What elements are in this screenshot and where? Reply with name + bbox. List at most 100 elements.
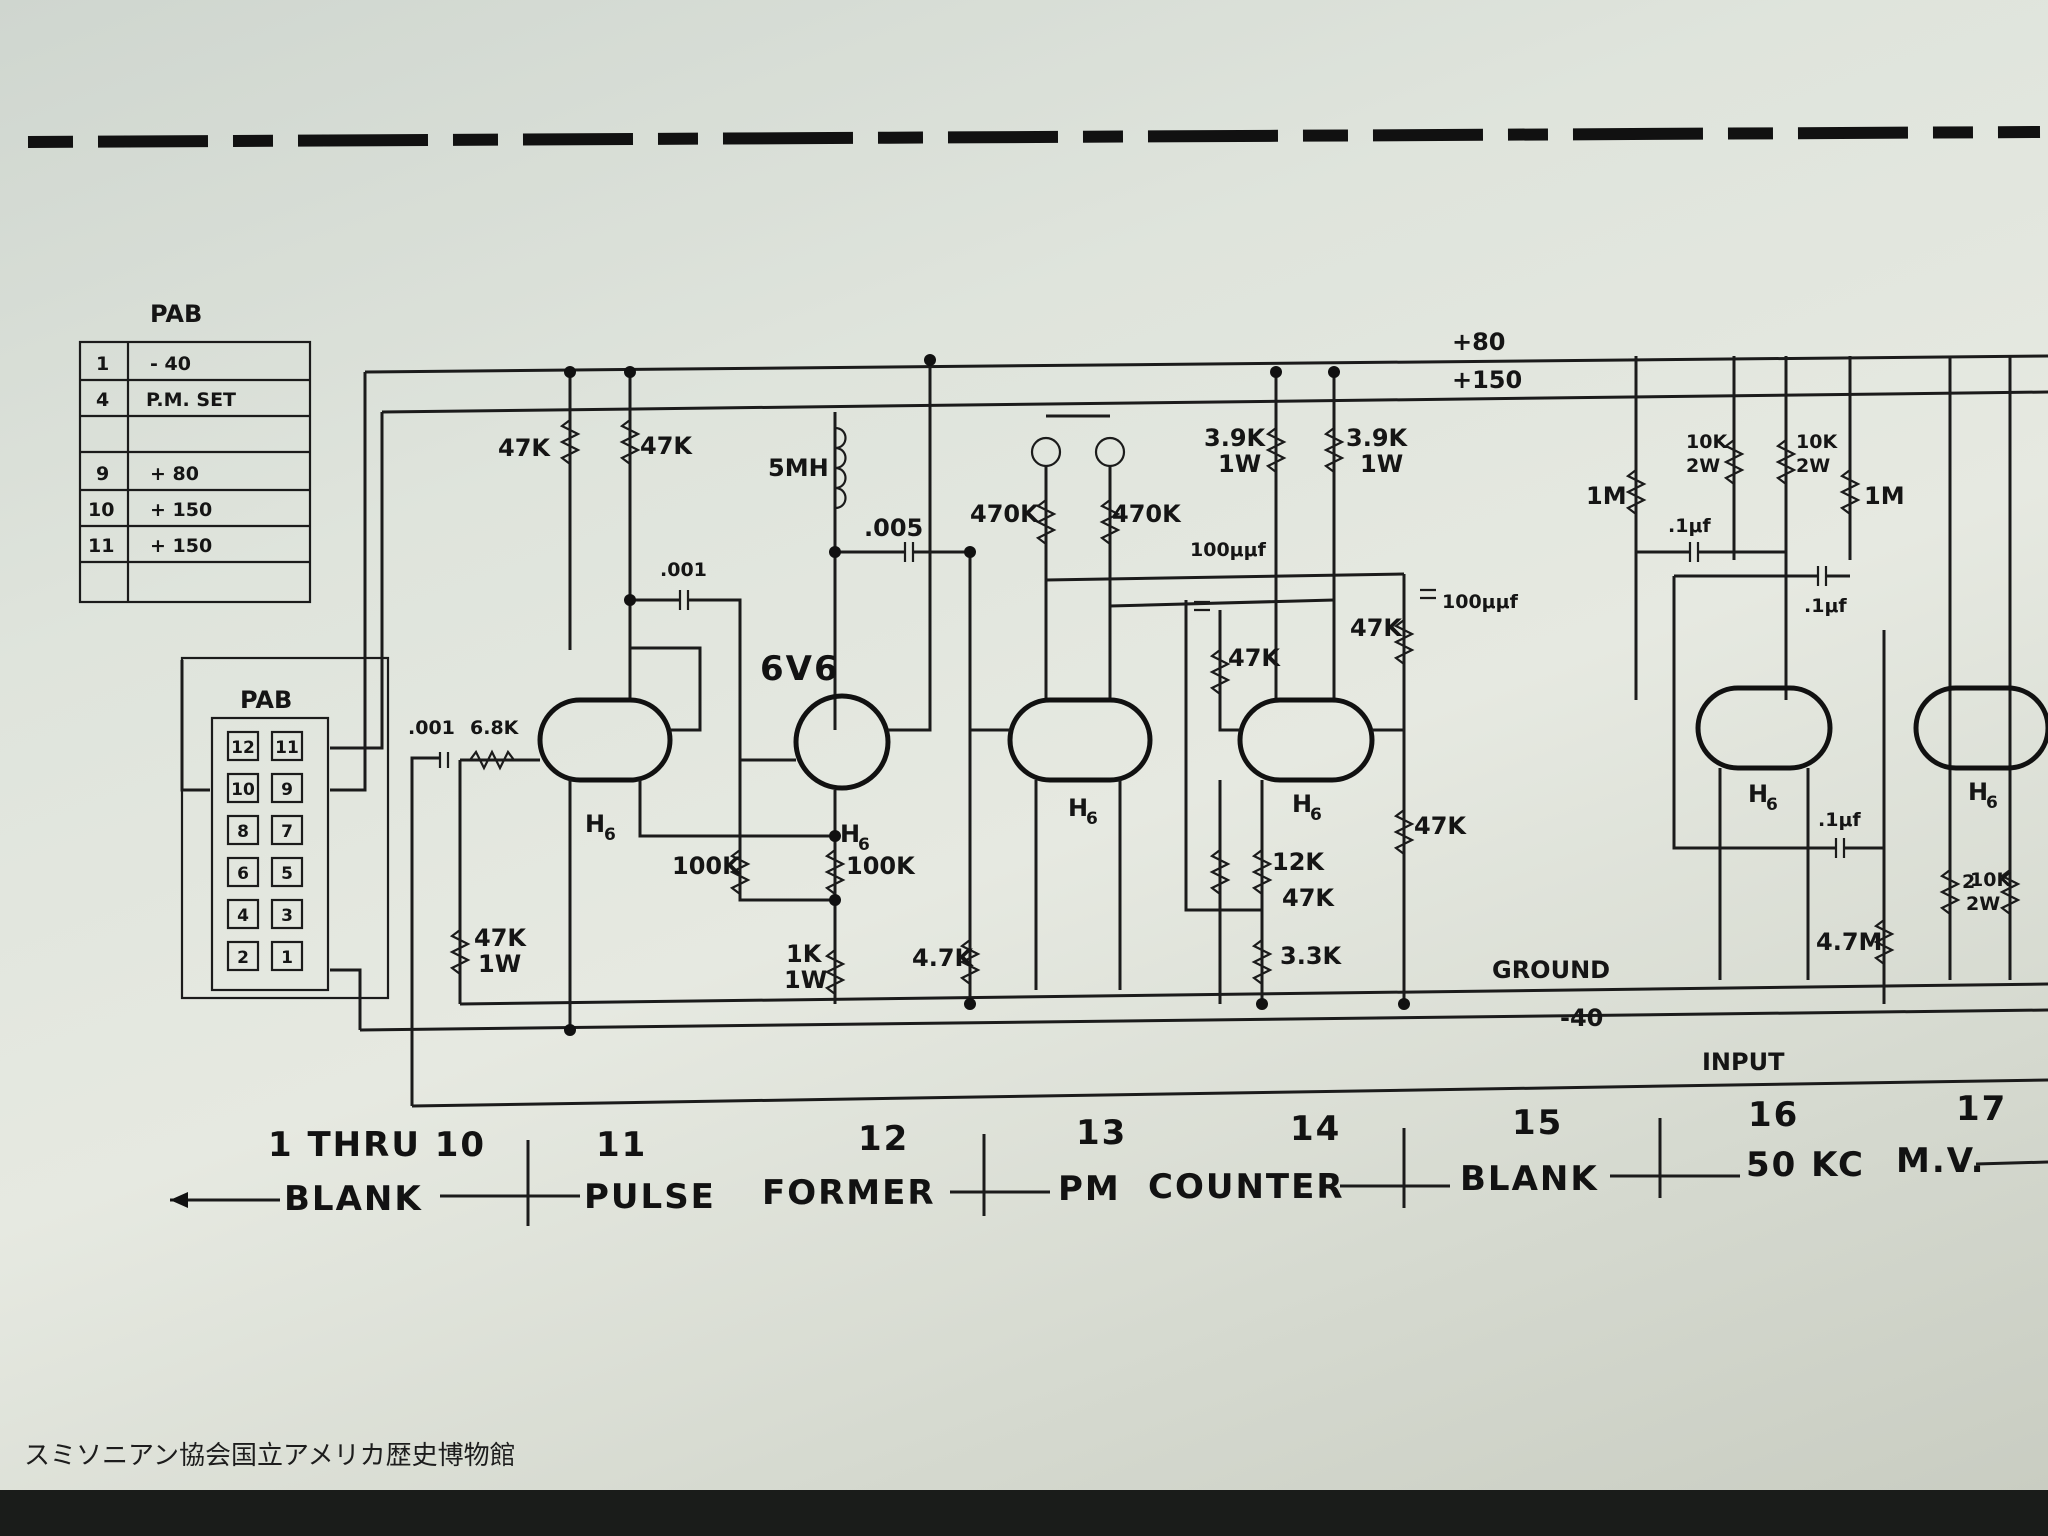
h6-tube-13 <box>1007 697 1153 783</box>
tube-label: 6 <box>858 835 870 855</box>
section-number: 16 <box>1748 1095 1799 1135</box>
capacitor-label: .001 <box>660 559 707 581</box>
resistor-label: 47K <box>498 434 551 462</box>
connector-pin-box <box>270 898 304 930</box>
tube-label: 6 <box>604 825 616 845</box>
tube-label: 6 <box>1086 809 1098 829</box>
connector-pin-label: 4 <box>237 906 249 926</box>
connector-pin-label: 6 <box>237 864 249 884</box>
capacitor-label: .1μf <box>1668 515 1711 537</box>
resistor-label: 4.7K <box>912 944 975 972</box>
connector-pin-box <box>226 772 260 804</box>
dashed-border <box>27 126 2041 148</box>
h6-tube-11 <box>537 697 673 783</box>
stage-16-17: 1M 1M 10K 2W 10K 2W .1μf .1μf .1μf 4.7M … <box>1586 356 2048 1004</box>
schematic-sheet: PAB 1 - 40 4 P.M. SET 9 + 80 10 + 150 11… <box>0 0 2048 1490</box>
resistor-label: 1M <box>1586 482 1627 510</box>
connector-pin-box <box>270 772 304 804</box>
connector-pin-label: 9 <box>281 780 293 800</box>
resistor-label: 1M <box>1864 482 1905 510</box>
tube-label: H <box>1748 780 1768 808</box>
resistor-label: 1W <box>478 950 521 978</box>
h6-tube-16 <box>1695 685 1833 771</box>
capacitor-label: .1μf <box>1804 595 1847 617</box>
resistor-label: 2W <box>1796 455 1830 477</box>
resistor-label: 47K <box>1350 614 1403 642</box>
legend-pin: 11 <box>88 535 114 557</box>
stage-11: 47K 47K .001 H 6 .001 6.8K 47K 1W <box>408 366 835 1036</box>
legend-signal: - 40 <box>150 353 191 375</box>
resistor-label: 10K <box>1796 431 1838 453</box>
legend-signal: P.M. SET <box>146 389 236 411</box>
section-number: 17 <box>1956 1089 2007 1129</box>
connector-pin-box <box>226 730 260 762</box>
stage-13: 4.7K 470K 470K H 6 <box>912 414 1182 1010</box>
connector-pin-box <box>226 940 260 972</box>
connector-pin-box <box>270 730 304 762</box>
h6-tube-14 <box>1237 697 1375 783</box>
tube-label: H <box>585 810 605 838</box>
connector-title: PAB <box>240 686 292 714</box>
resistor-label: 12K <box>1272 848 1325 876</box>
connector-pin-box <box>270 856 304 888</box>
rail-label-minus40: -40 <box>1560 1004 1603 1032</box>
section-name: COUNTER <box>1148 1167 1345 1207</box>
resistor-label: 2 <box>1962 871 1975 893</box>
h6-tube-17 <box>1913 685 2048 771</box>
tube-label: H <box>840 820 860 848</box>
capacitor-label: 100μμf <box>1442 591 1519 613</box>
connector-pin-label: 3 <box>281 906 293 926</box>
stage-12: 5MH .005 6V6 100K 100K 1K 1W H 6 <box>672 354 970 1004</box>
tube-label: H <box>1968 778 1988 806</box>
resistor-label: 4.7M <box>1816 928 1882 956</box>
connector-pin-label: 12 <box>231 738 255 758</box>
resistor-label: 10K <box>1970 869 2012 891</box>
pab-legend-table: PAB 1 - 40 4 P.M. SET 9 + 80 10 + 150 11… <box>78 300 312 604</box>
legend-signal: + 150 <box>150 499 212 521</box>
section-number: 12 <box>858 1119 909 1159</box>
rail-label-plus150: +150 <box>1452 366 1522 394</box>
stage-14: 3.9K 1W 3.9K 1W 100μμf 100μμf 47K 47K 47… <box>1045 366 1519 1010</box>
section-name: PULSE <box>584 1177 716 1217</box>
resistor-label: 1W <box>784 966 827 994</box>
connector-pin-label: 11 <box>275 738 299 758</box>
section-number: 13 <box>1076 1113 1127 1153</box>
connector-pin-label: 10 <box>231 780 255 800</box>
connector-pin-box <box>226 898 260 930</box>
resistor-label: 47K <box>1414 812 1467 840</box>
resistor-label: 3.3K <box>1280 942 1343 970</box>
resistor-label: 100K <box>846 852 916 880</box>
resistor-label: 47K <box>1282 884 1335 912</box>
section-number: 11 <box>596 1125 647 1165</box>
resistor-label: 1W <box>1360 450 1403 478</box>
resistor-label: 470K <box>970 500 1040 528</box>
resistor-label: 2W <box>1966 893 2000 915</box>
tube-label: 6 <box>1766 795 1778 815</box>
connector-pin-box <box>226 856 260 888</box>
rail-label-input: INPUT <box>1702 1048 1785 1076</box>
tube-label: 6 <box>1310 805 1322 825</box>
capacitor-label: .1μf <box>1818 809 1861 831</box>
connector-pin-box <box>270 940 304 972</box>
connector-pin-label: 5 <box>281 864 293 884</box>
6v6-tube <box>793 693 891 791</box>
connector-pin-label: 2 <box>237 948 249 968</box>
resistor-label: 10K <box>1686 431 1728 453</box>
connector-pin-label: 7 <box>281 822 293 842</box>
connector-pin-box <box>270 814 304 846</box>
resistor-label: 47K <box>640 432 693 460</box>
capacitor-label: .005 <box>864 514 923 542</box>
resistor-label: 1W <box>1218 450 1261 478</box>
legend-pin: 4 <box>96 389 109 411</box>
section-name: M.V. <box>1896 1141 1986 1181</box>
tube-label: 6V6 <box>760 649 840 689</box>
resistor-label: 3.9K <box>1346 424 1409 452</box>
power-rails: +80 +150 GROUND -40 INPUT <box>180 328 2048 1108</box>
resistor-label: 470K <box>1112 500 1182 528</box>
legend-signal: + 80 <box>150 463 199 485</box>
section-labels: 1 THRU 10 BLANK 11 PULSE 12 FORMER 13 PM… <box>170 1089 2048 1226</box>
resistor-label: 2W <box>1686 455 1720 477</box>
legend-pin: 1 <box>96 353 109 375</box>
schematic-diagram: PAB 1 - 40 4 P.M. SET 9 + 80 10 + 150 11… <box>27 126 2048 1226</box>
